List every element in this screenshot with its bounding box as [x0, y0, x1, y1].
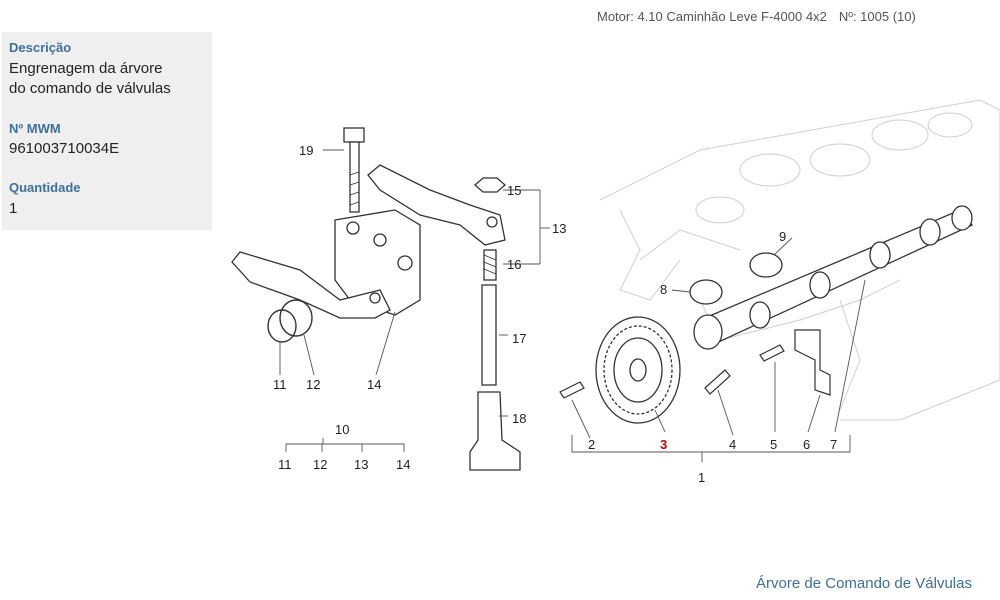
callout-18[interactable]: 18 — [512, 411, 526, 426]
callout-14-bottom[interactable]: 14 — [396, 457, 410, 472]
quantity-label: Quantidade — [9, 180, 81, 195]
quantity-value: 1 — [9, 200, 18, 217]
small-fasteners — [559, 329, 831, 399]
assembly-link[interactable]: Árvore de Comando de Válvulas — [756, 575, 972, 592]
callout-8[interactable]: 8 — [660, 282, 667, 297]
callout-19[interactable]: 19 — [299, 143, 313, 158]
motor-title: Motor: 4.10 Caminhão Leve F-4000 4x2 — [597, 9, 827, 24]
callout-14-top[interactable]: 14 — [367, 377, 381, 392]
valve-train-parts — [469, 177, 521, 471]
mwm-value: 961003710034E — [9, 140, 120, 157]
rocker-support-part — [334, 209, 421, 316]
callout-7[interactable]: 7 — [830, 437, 837, 452]
motor-header: Motor: 4.10 Caminhão Leve F-4000 4x2 Nº: … — [597, 9, 916, 24]
leader-lines — [279, 149, 866, 462]
callout-labels: 19 15 13 16 17 18 11 12 14 10 11 12 13 1… — [273, 143, 837, 485]
callout-13-top[interactable]: 13 — [552, 221, 566, 236]
callout-6[interactable]: 6 — [803, 437, 810, 452]
motor-number: Nº: 1005 (10) — [838, 9, 916, 24]
spring-rings — [267, 299, 313, 343]
camshaft-part — [693, 205, 974, 350]
description-line-2: do comando de válvulas — [9, 80, 171, 97]
callout-13-bottom[interactable]: 13 — [354, 457, 368, 472]
callout-3-selected[interactable]: 3 — [660, 437, 667, 452]
callout-10[interactable]: 10 — [335, 422, 349, 437]
rocker-arm-left — [231, 251, 391, 319]
callout-15[interactable]: 15 — [507, 183, 521, 198]
rocker-arm-right — [367, 164, 506, 246]
callout-11-bottom[interactable]: 11 — [278, 457, 292, 472]
description-label: Descrição — [9, 40, 72, 55]
callout-5[interactable]: 5 — [770, 437, 777, 452]
description-line-1: Engrenagem da árvore — [9, 60, 163, 77]
callout-9[interactable]: 9 — [779, 229, 786, 244]
bushings — [689, 252, 783, 305]
callout-12-top[interactable]: 12 — [306, 377, 320, 392]
callout-12-bottom[interactable]: 12 — [313, 457, 327, 472]
callout-11-top[interactable]: 11 — [273, 377, 287, 392]
callout-1[interactable]: 1 — [698, 470, 705, 485]
callout-16[interactable]: 16 — [507, 257, 521, 272]
mwm-label: Nº MWM — [9, 121, 61, 136]
callout-4[interactable]: 4 — [729, 437, 736, 452]
callout-2[interactable]: 2 — [588, 437, 595, 452]
description-value: Engrenagem da árvore do comando de válvu… — [9, 59, 209, 99]
part-info-panel: Descrição Engrenagem da árvore do comand… — [2, 32, 212, 230]
bolt-part — [343, 127, 365, 213]
callout-17[interactable]: 17 — [512, 331, 526, 346]
camshaft-gear-part — [595, 316, 681, 424]
